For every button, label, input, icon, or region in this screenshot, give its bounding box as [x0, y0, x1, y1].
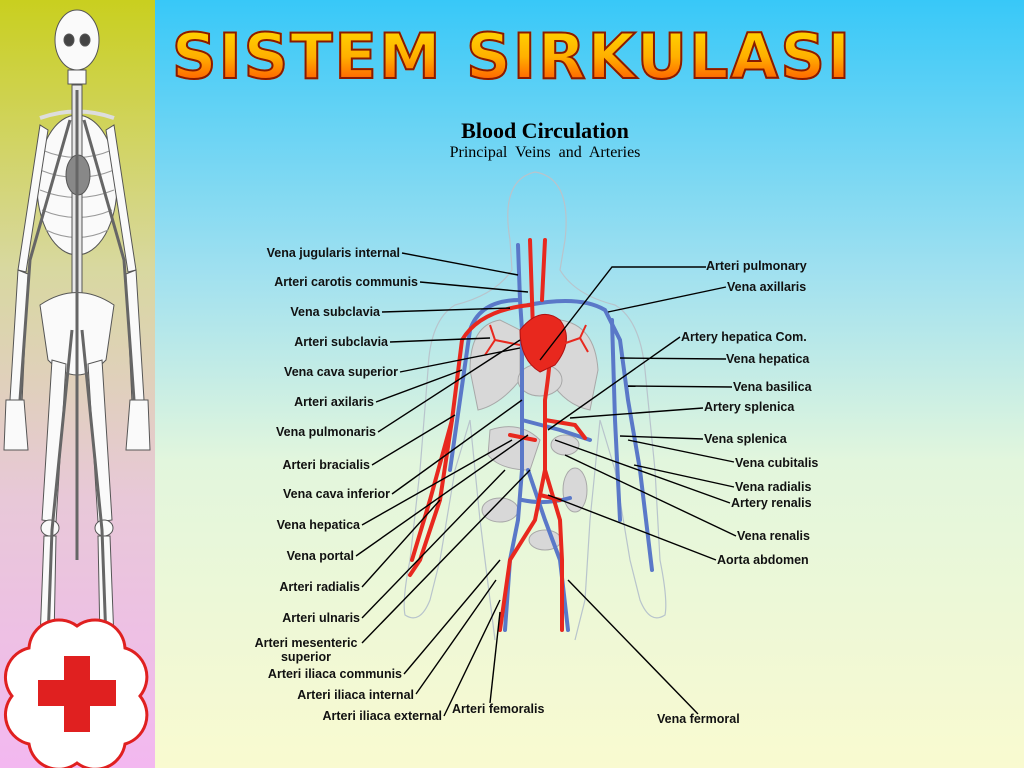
- label-artery-hepatica-com: Artery hepatica Com.: [681, 330, 807, 344]
- label-arteri-iliaca-external: Arteri iliaca external: [322, 709, 442, 723]
- label-vena-basilica: Vena basilica: [733, 380, 812, 394]
- diagram-subtitle: Principal Veins and Arteries: [449, 144, 641, 161]
- sidebar: [0, 0, 155, 768]
- label-artery-renalis: Artery renalis: [731, 496, 812, 510]
- leader-lines: [355, 252, 737, 717]
- label-arteri-ulnaris: Arteri ulnaris: [282, 611, 360, 625]
- skeleton-illustration: [3, 9, 151, 641]
- label-vena-subclavia: Vena subclavia: [290, 305, 380, 319]
- label-arteri-mesenteric-superior: Arteri mesenteric superior: [254, 636, 358, 664]
- label-arteri-bracialis: Arteri bracialis: [282, 458, 370, 472]
- diagram-title: Blood Circulation: [461, 118, 629, 143]
- label-vena-splenica: Vena splenica: [704, 432, 787, 446]
- label-vena-pulmonaris: Vena pulmonaris: [275, 425, 376, 439]
- label-vena-radialis: Vena radialis: [735, 480, 812, 494]
- label-vena-fermoral: Vena fermoral: [657, 712, 740, 726]
- label-vena-hepatica-left: Vena hepatica: [276, 518, 360, 532]
- label-vena-renalis: Vena renalis: [737, 529, 810, 543]
- label-arteri-iliaca-internal: Arteri iliaca internal: [297, 688, 414, 702]
- label-vena-axillaris: Vena axillaris: [727, 280, 807, 294]
- label-arteri-iliaca-communis: Arteri iliaca communis: [267, 667, 402, 681]
- slide-title: SISTEM SIRKULASI: [0, 19, 1024, 94]
- label-arteri-carotis-communis: Arteri carotis communis: [274, 275, 418, 289]
- label-arteri-subclavia: Arteri subclavia: [294, 335, 388, 349]
- label-aorta-abdomen: Aorta abdomen: [717, 553, 809, 567]
- label-vena-cava-inferior: Vena cava inferior: [282, 487, 390, 501]
- label-arteri-radialis: Arteri radialis: [279, 580, 360, 594]
- red-cross-logo: [3, 618, 149, 768]
- label-vena-jugularis-internal: Vena jugularis internal: [266, 246, 400, 260]
- label-arteri-femoralis: Arteri femoralis: [452, 702, 545, 716]
- label-vena-cava-superior: Vena cava superior: [284, 365, 398, 379]
- label-vena-cubitalis: Vena cubitalis: [735, 456, 819, 470]
- label-artery-splenica: Artery splenica: [704, 400, 795, 414]
- label-arteri-pulmonary: Arteri pulmonary: [706, 259, 807, 273]
- label-vena-hepatica-right: Vena hepatica: [726, 352, 810, 366]
- label-vena-portal: Vena portal: [286, 549, 354, 563]
- label-arteri-axilaris: Arteri axilaris: [294, 395, 374, 409]
